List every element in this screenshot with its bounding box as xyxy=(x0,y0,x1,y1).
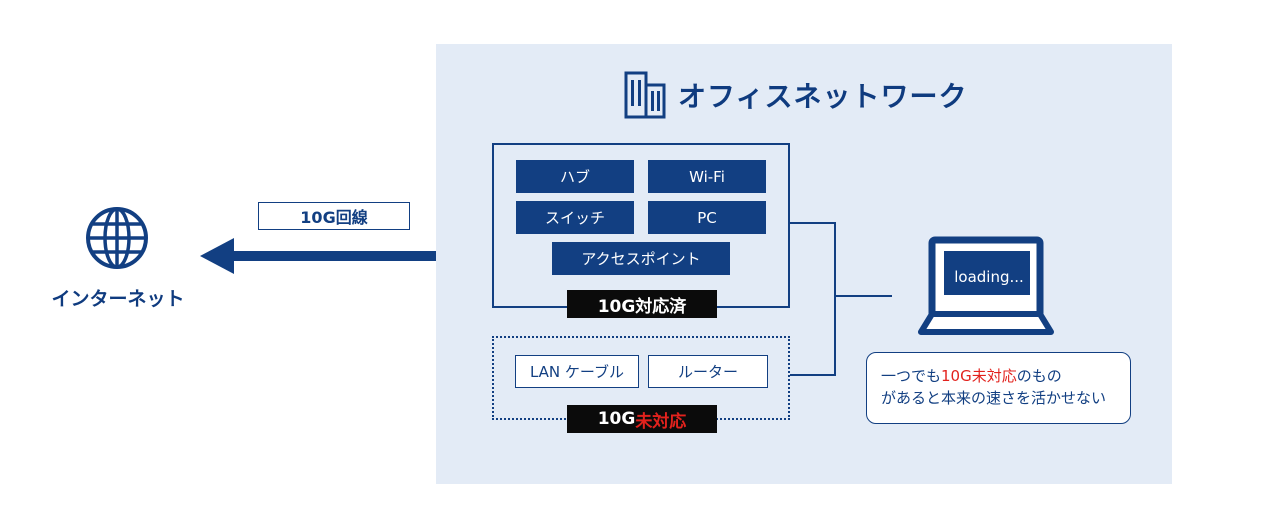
note-line-2: があると本来の速さを活かせない xyxy=(881,389,1107,407)
office-title: オフィスネットワーク xyxy=(624,70,967,120)
connection-label: 10G回線 xyxy=(258,202,410,230)
connector-top xyxy=(790,222,835,224)
device-switch: スイッチ xyxy=(516,201,634,234)
unsupported-label-prefix: 10G xyxy=(597,409,636,429)
device-access-point: アクセスポイント xyxy=(552,242,730,275)
note-line1-pre: 一つでも xyxy=(881,367,942,385)
supported-label: 10G対応済 xyxy=(567,290,717,318)
globe-icon xyxy=(86,207,148,269)
unsupported-label-highlight: 未対応 xyxy=(635,411,687,432)
device-hub: ハブ xyxy=(516,160,634,193)
internet-label: インターネット xyxy=(51,288,185,310)
device-lan-cable: LAN ケーブル xyxy=(515,355,639,388)
connector-bottom xyxy=(790,374,835,376)
laptop-icon xyxy=(918,236,1054,335)
warning-note: 一つでも10G未対応のもの があると本来の速さを活かせない xyxy=(866,352,1131,424)
note-line-1: 一つでも10G未対応のもの xyxy=(881,365,1116,387)
laptop-screen-text: loading... xyxy=(954,268,1024,286)
device-pc: PC xyxy=(648,201,766,234)
device-wifi: Wi-Fi xyxy=(648,160,766,193)
device-router: ルーター xyxy=(648,355,768,388)
arrow-left-icon xyxy=(200,238,436,274)
connector-vertical xyxy=(834,222,836,376)
building-icon xyxy=(624,71,666,119)
connector-to-laptop xyxy=(834,295,892,297)
note-line1-highlight: 10G未対応 xyxy=(941,367,1017,385)
note-line1-post: のもの xyxy=(1016,367,1062,385)
page-title: オフィスネットワーク xyxy=(678,80,968,113)
